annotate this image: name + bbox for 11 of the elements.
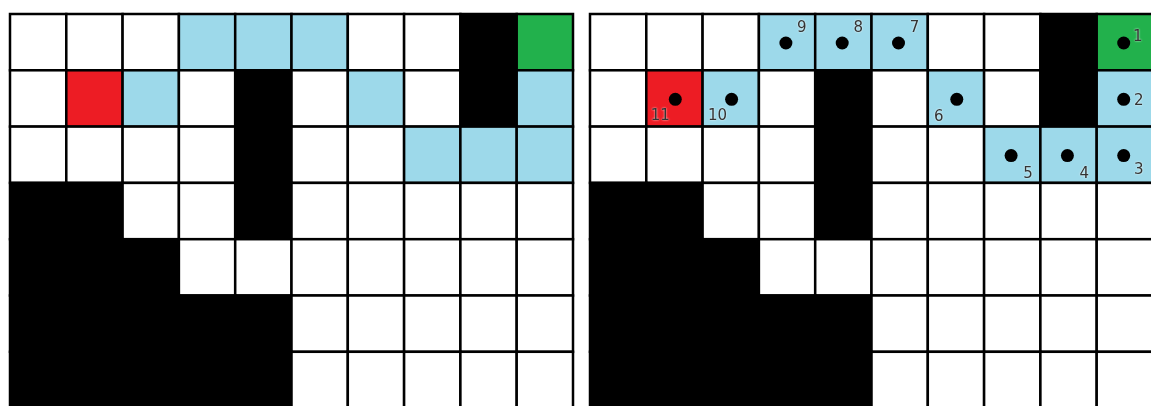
step-number: 3 <box>1133 161 1144 177</box>
step-number: 6 <box>934 108 944 124</box>
step-number: 9 <box>797 19 807 35</box>
step-number: 8 <box>853 19 863 35</box>
step-number: 7 <box>909 19 920 35</box>
step-number: 1 <box>1132 28 1143 44</box>
step-number: 11 <box>650 107 670 123</box>
step-number: 4 <box>1079 165 1090 181</box>
step-number: 5 <box>1023 165 1033 181</box>
step-number: 10 <box>708 107 728 123</box>
step-number: 2 <box>1133 92 1144 108</box>
